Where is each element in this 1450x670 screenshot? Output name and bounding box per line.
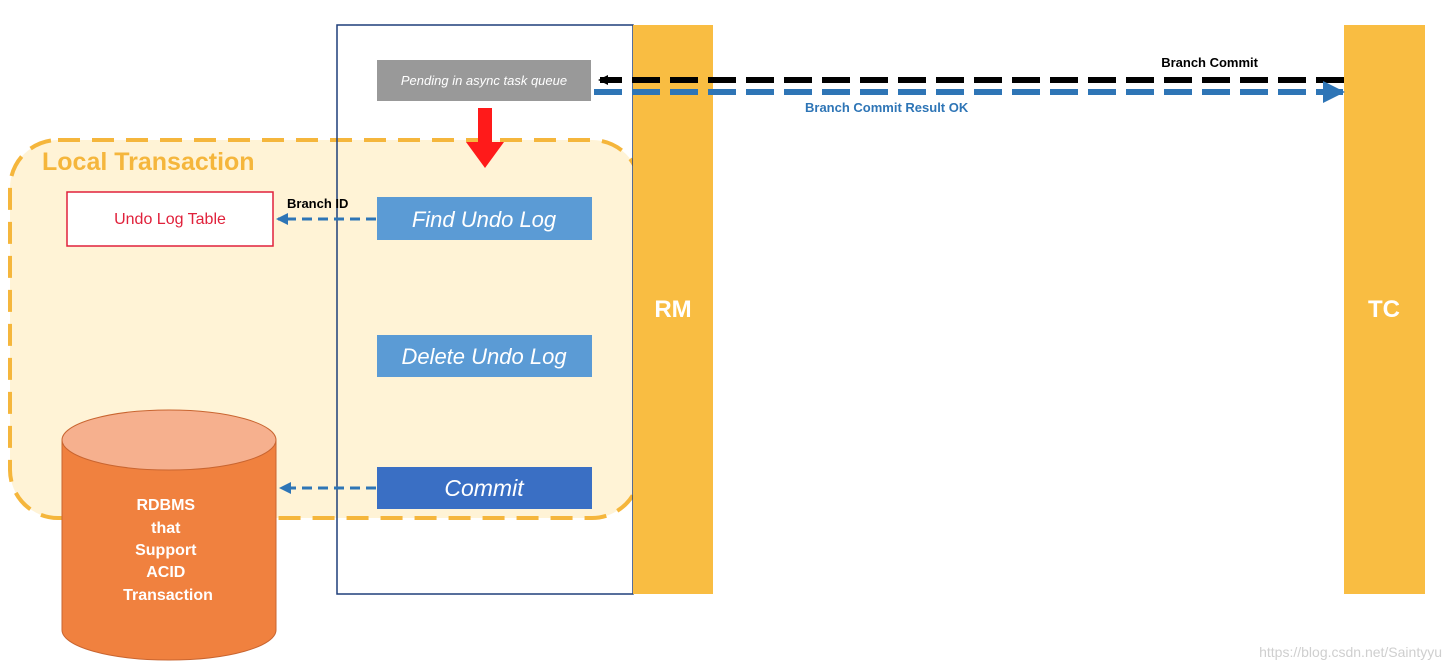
find-undo-log-label: Find Undo Log (412, 207, 557, 232)
rm-label: RM (654, 296, 691, 323)
branch-commit-result-label: Branch Commit Result OK (805, 100, 969, 115)
undo-log-table-box (66, 191, 274, 247)
pending-queue-box (377, 60, 591, 101)
pending-queue-label: Pending in async task queue (401, 73, 567, 88)
rdbms-label: RDBMS that Support ACID Transaction (123, 497, 213, 604)
local-transaction-label: Local Transaction (42, 148, 255, 176)
rm-bar (633, 25, 713, 594)
rdbms-line: Transaction (123, 587, 213, 604)
rdbms-line: RDBMS (136, 497, 195, 514)
commit-box (377, 467, 592, 509)
branch-commit-label: Branch Commit (1161, 55, 1258, 70)
tc-label: TC (1368, 296, 1400, 323)
commit-label: Commit (444, 475, 525, 501)
rdbms-line: that (151, 520, 181, 537)
tc-bar (1344, 25, 1425, 594)
delete-undo-log-label: Delete Undo Log (401, 344, 567, 369)
delete-undo-log-box (377, 335, 592, 377)
branch-id-label: Branch ID (287, 196, 348, 211)
rdbms-line: Support (135, 542, 197, 559)
watermark: https://blog.csdn.net/Saintyyu (1259, 644, 1442, 660)
find-undo-log-box (377, 197, 592, 240)
rdbms-line: ACID (146, 564, 185, 581)
rdbms-cylinder (61, 409, 277, 661)
undo-log-table-label: Undo Log Table (114, 211, 226, 228)
red-down-arrow (466, 108, 504, 168)
